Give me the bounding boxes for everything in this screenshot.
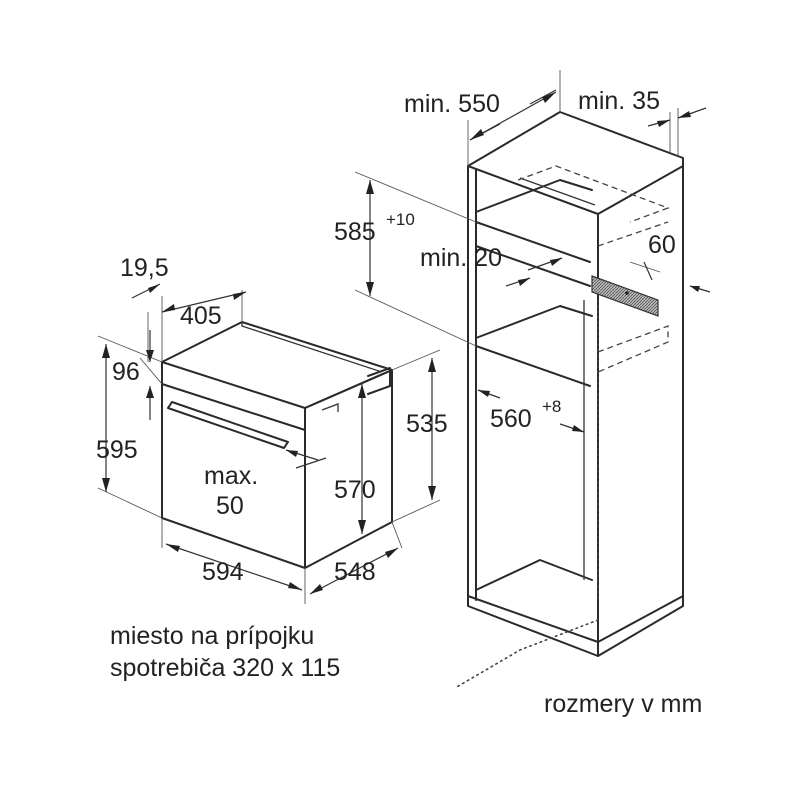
niche-bottom-shelf-front (475, 345, 591, 387)
label-560-tolerance: +8 (542, 397, 561, 416)
oven-handle (167, 401, 289, 449)
connection-note-line1: miesto na prípojku (110, 622, 314, 650)
label-585-tolerance: +10 (386, 210, 415, 229)
label-594: 594 (202, 558, 244, 586)
labels: min. 550 min. 35 585 +10 min. 20 60 19,5… (96, 87, 702, 718)
connection-area (591, 275, 659, 317)
label-min-35: min. 35 (578, 87, 660, 115)
oven-right-side (304, 369, 393, 569)
connection-point (625, 291, 629, 295)
oven-control-strip (161, 383, 306, 431)
label-50: 50 (216, 492, 244, 520)
lower-recess-dashed (597, 325, 669, 373)
cabinet-top-front-edge (467, 165, 684, 215)
label-19-5: 19,5 (120, 254, 169, 282)
label-560: 560 (490, 405, 532, 433)
niche-top-rail (475, 245, 591, 287)
label-405: 405 (180, 302, 222, 330)
cabinet-upper-shelf-back (519, 177, 596, 206)
label-570: 570 (334, 476, 376, 504)
label-min-20: min. 20 (420, 244, 502, 272)
label-min-550: min. 550 (404, 90, 500, 118)
lower-compartment-shelf (475, 559, 593, 591)
mid-recess-dashed (597, 221, 669, 247)
units-note: rozmery v mm (544, 690, 702, 718)
oven-top-ridge (241, 322, 383, 373)
cabinet-upper-shelf-front (475, 221, 591, 263)
label-535: 535 (406, 410, 448, 438)
connection-dotted-leader (454, 619, 599, 689)
label-595: 595 (96, 436, 138, 464)
connection-note-line2: spotrebiča 320 x 115 (110, 654, 340, 682)
label-96: 96 (112, 358, 140, 386)
niche-bottom-shelf (475, 305, 593, 339)
oven (161, 321, 393, 569)
label-585: 585 (334, 218, 376, 246)
label-548: 548 (334, 558, 376, 586)
top-recess-dashed (517, 165, 670, 223)
oven-side-vent (321, 403, 339, 412)
tall-cabinet (454, 111, 684, 689)
label-60: 60 (648, 231, 676, 259)
label-max: max. (204, 462, 258, 490)
dimension-lines (97, 70, 711, 604)
cabinet-plinth-line (467, 595, 684, 643)
oven-top-back-step (367, 367, 391, 395)
cabinet-upper-shelf (475, 179, 593, 213)
